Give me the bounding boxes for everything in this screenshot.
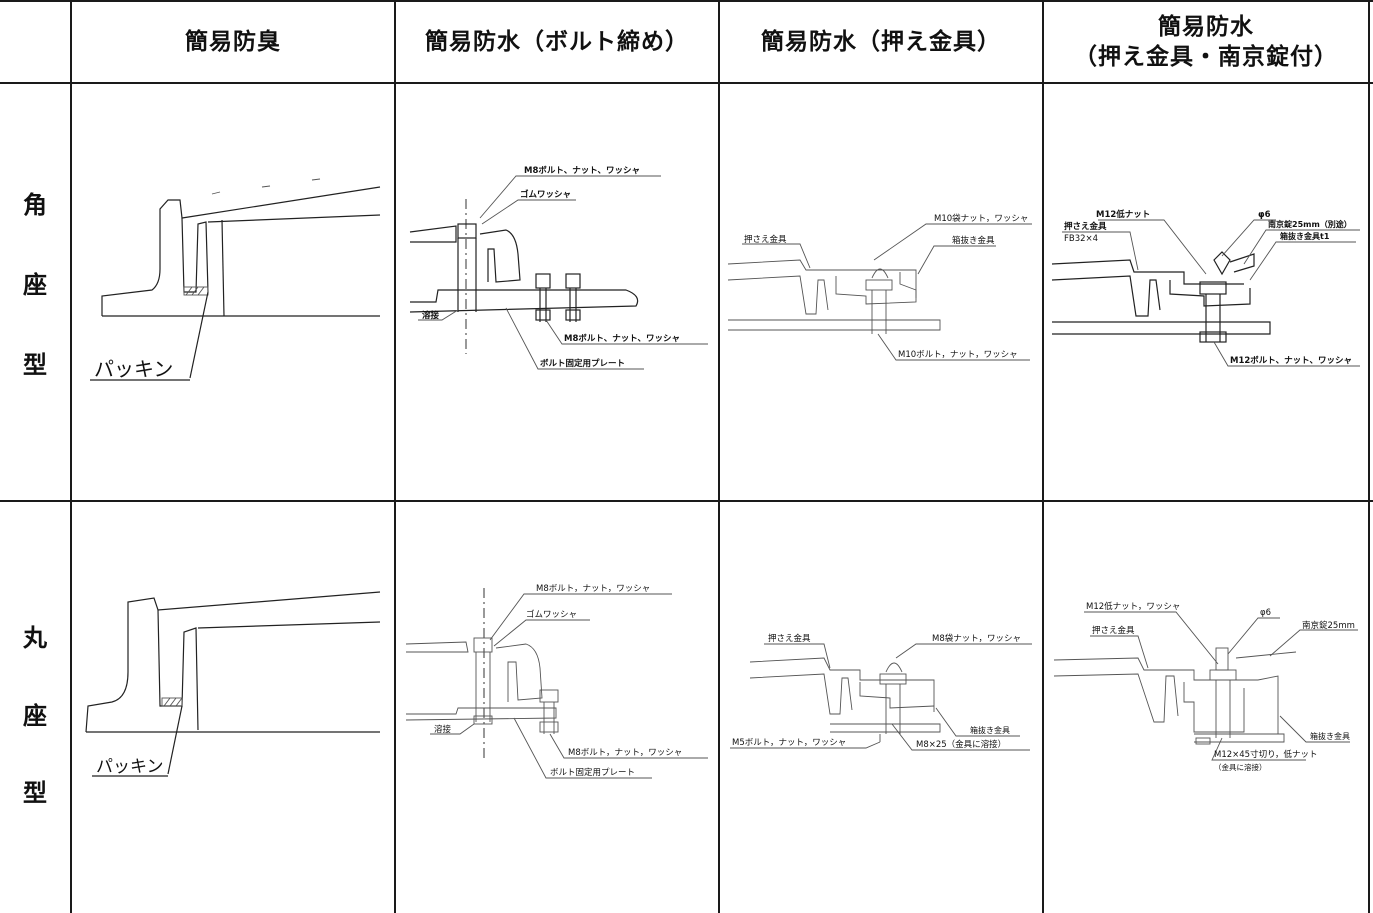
grid-line bbox=[1042, 0, 1044, 913]
callout-packing: パッキン bbox=[94, 357, 173, 381]
row-label-char: 角 bbox=[23, 191, 47, 219]
row-label-char: 型 bbox=[23, 779, 47, 807]
header-simple-odor-proof: 簡易防臭 bbox=[72, 2, 394, 82]
grid-line bbox=[718, 0, 720, 913]
callout-m12-low-nut-washer: M12低ナット，ワッシャ bbox=[1086, 601, 1180, 612]
header-waterproof-clamp: 簡易防水（押え金具） bbox=[720, 2, 1042, 82]
callout-padlock: 南京錠25mm bbox=[1302, 620, 1355, 631]
header-waterproof-bolt: 簡易防水（ボルト締め） bbox=[396, 2, 718, 82]
callout-clamp: 押さえ金具 bbox=[1064, 221, 1107, 232]
grid-line bbox=[70, 0, 72, 913]
callout-welded-note: （金具に溶接） bbox=[1214, 762, 1267, 772]
drawing-square-odor-proof: パッキン bbox=[72, 84, 394, 500]
callout-box-fitting: 箱抜き金具 bbox=[1310, 731, 1350, 741]
callout-bolt-plate: ボルト固定用プレート bbox=[550, 767, 635, 778]
header-label: 簡易防臭 bbox=[185, 29, 281, 55]
row-label-char: 座 bbox=[23, 701, 47, 730]
header-label-line1: 簡易防水 bbox=[1158, 14, 1254, 40]
callout-m12-low-nut: M12低ナット bbox=[1096, 209, 1150, 220]
drawing-square-clamp-padlock: M12低ナット φ6 押さえ金具 FB32×4 南京錠25mm（別途） 箱抜き金… bbox=[1044, 84, 1368, 500]
callout-clamp: 押さえ金具 bbox=[744, 234, 787, 245]
drawing-round-bolt-waterproof: M8ボルト，ナット，ワッシャ ゴムワッシャ 溶接 M8ボルト，ナット，ワッシャ … bbox=[396, 502, 718, 913]
callout-m8-bolt-top: M8ボルト，ナット，ワッシャ bbox=[536, 584, 650, 594]
callout-m8-cap-nut: M8袋ナット，ワッシャ bbox=[932, 633, 1021, 644]
row-label-square-seat: 角 座 型 bbox=[0, 185, 70, 380]
row-label-char: 座 bbox=[23, 271, 47, 299]
grid-line bbox=[0, 500, 1373, 502]
callout-m8x25: M8×25（金具に溶接） bbox=[916, 739, 1006, 750]
callout-m12-bolt: M12ボルト、ナット、ワッシャ bbox=[1230, 355, 1352, 366]
header-waterproof-clamp-padlock: 簡易防水 （押え金具・南京錠付） bbox=[1044, 2, 1368, 82]
row-label-char: 型 bbox=[23, 351, 47, 379]
callout-clamp: 押さえ金具 bbox=[1092, 625, 1135, 636]
drawing-square-clamp-waterproof: M10袋ナット，ワッシャ 押さえ金具 箱抜き金具 M10ボルト，ナット，ワッシャ bbox=[720, 84, 1042, 500]
callout-padlock: 南京錠25mm（別途） bbox=[1268, 219, 1352, 229]
callout-m10-cap-nut: M10袋ナット，ワッシャ bbox=[934, 213, 1028, 224]
callout-m12x45: M12×45寸切り，低ナット bbox=[1214, 749, 1318, 760]
callout-m8-bolt-bottom: M8ボルト、ナット、ワッシャ bbox=[564, 333, 680, 344]
callout-rubber-washer: ゴムワッシャ bbox=[526, 609, 577, 620]
header-label: 簡易防水（押え金具） bbox=[761, 29, 1001, 55]
row-label-char: 丸 bbox=[23, 624, 47, 652]
header-label: 簡易防水（ボルト締め） bbox=[425, 29, 689, 55]
callout-rubber-washer: ゴムワッシャ bbox=[520, 189, 571, 200]
callout-phi6: φ6 bbox=[1260, 608, 1271, 618]
grid-line bbox=[0, 82, 1373, 84]
callout-box-fitting: 箱抜き金具 bbox=[970, 725, 1010, 735]
grid-line bbox=[1368, 0, 1370, 913]
callout-fb32x4: FB32×4 bbox=[1064, 234, 1098, 244]
callout-bolt-plate: ボルト固定用プレート bbox=[540, 358, 625, 369]
callout-weld: 溶接 bbox=[422, 310, 440, 321]
callout-weld: 溶接 bbox=[434, 724, 452, 735]
row-label-round-seat: 丸 座 型 bbox=[0, 618, 70, 808]
callout-m5-bolt: M5ボルト，ナット，ワッシャ bbox=[732, 738, 846, 748]
callout-box-fitting: 箱抜き金具 bbox=[952, 235, 995, 246]
callout-clamp: 押さえ金具 bbox=[768, 633, 811, 644]
callout-box-fitting-t1: 箱抜き金具t1 bbox=[1280, 231, 1330, 241]
drawing-round-clamp-padlock: M12低ナット，ワッシャ φ6 押さえ金具 南京錠25mm 箱抜き金具 M12×… bbox=[1044, 502, 1368, 913]
callout-packing: パッキン bbox=[96, 757, 164, 777]
drawing-round-odor-proof: パッキン bbox=[72, 502, 394, 913]
header-label-line2: （押え金具・南京錠付） bbox=[1074, 44, 1338, 70]
grid-line bbox=[0, 0, 1373, 2]
grid-line bbox=[394, 0, 396, 913]
drawing-round-clamp-waterproof: 押さえ金具 M8袋ナット，ワッシャ 箱抜き金具 M5ボルト，ナット，ワッシャ M… bbox=[720, 502, 1042, 913]
callout-m8-bolt-bottom: M8ボルト，ナット，ワッシャ bbox=[568, 748, 682, 758]
callout-m10-bolt: M10ボルト，ナット，ワッシャ bbox=[898, 350, 1018, 360]
callout-m8-bolt-top: M8ボルト、ナット、ワッシャ bbox=[524, 165, 640, 176]
drawing-square-bolt-waterproof: M8ボルト、ナット、ワッシャ ゴムワッシャ 溶接 M8ボルト、ナット、ワッシャ … bbox=[396, 84, 718, 500]
callout-phi6: φ6 bbox=[1258, 210, 1271, 220]
